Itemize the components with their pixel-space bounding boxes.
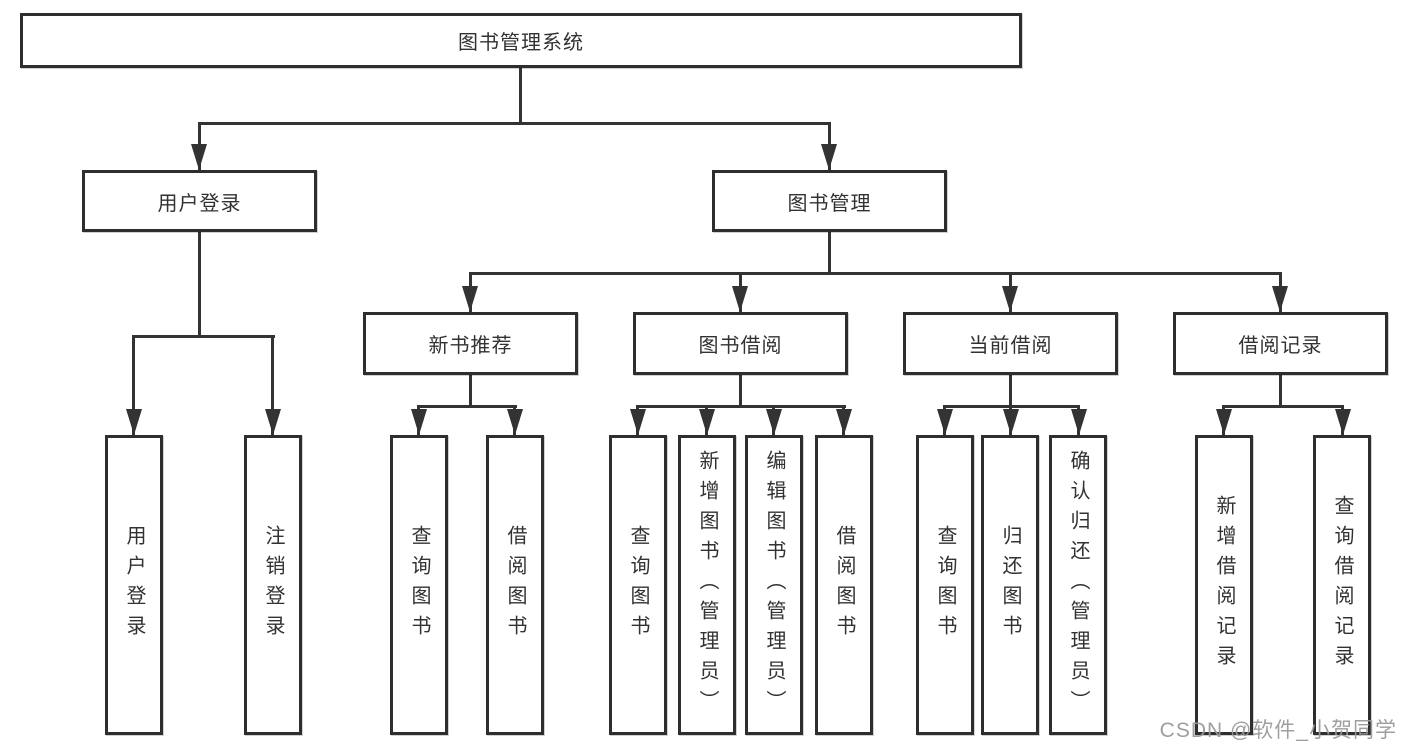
connector-stem — [469, 375, 472, 405]
leaf-borrow-books-recommend: 借阅图书 — [486, 435, 544, 735]
arrow-down-icon — [937, 409, 953, 435]
node-book-management: 图书管理 — [712, 170, 947, 232]
leaf-borrow-books-recommend-label: 借阅图书 — [504, 525, 526, 645]
connector-bar — [469, 272, 1282, 275]
node-current-borrowing-label: 当前借阅 — [968, 335, 1053, 357]
connector-root-bar — [198, 122, 831, 125]
connector-stem — [198, 232, 201, 335]
leaf-edit-book-admin-label: 编辑图书（管理员） — [763, 450, 785, 720]
node-new-book-recommend-label: 新书推荐 — [428, 335, 513, 357]
arrow-down-icon — [265, 409, 281, 435]
leaf-user-login-label: 用户登录 — [123, 525, 145, 645]
leaf-borrow-books-label: 借阅图书 — [833, 525, 855, 645]
leaf-return-books-label: 归还图书 — [999, 525, 1021, 645]
arrow-down-icon — [1216, 409, 1232, 435]
arrow-down-icon — [1002, 286, 1018, 312]
arrow-down-icon — [462, 286, 478, 312]
arrow-down-icon — [732, 286, 748, 312]
connector-stem — [739, 375, 742, 405]
connector-bar — [417, 405, 517, 408]
node-borrowing-records: 借阅记录 — [1173, 312, 1388, 375]
leaf-query-borrow-record: 查询借阅记录 — [1313, 435, 1371, 735]
arrow-down-icon — [630, 409, 646, 435]
node-user-login-label: 用户登录 — [157, 192, 242, 215]
node-book-borrowing: 图书借阅 — [633, 312, 848, 375]
node-book-borrowing-label: 图书借阅 — [698, 335, 783, 357]
arrow-down-icon — [1071, 409, 1087, 435]
node-new-book-recommend: 新书推荐 — [363, 312, 578, 375]
leaf-query-books-current-label: 查询图书 — [934, 525, 956, 645]
leaf-borrow-books: 借阅图书 — [815, 435, 873, 735]
node-book-management-label: 图书管理 — [787, 192, 872, 215]
arrow-down-icon — [766, 409, 782, 435]
connector-bar — [636, 405, 846, 408]
arrow-down-icon — [191, 144, 207, 170]
leaf-edit-book-admin: 编辑图书（管理员） — [745, 435, 803, 735]
leaf-query-books-recommend-label: 查询图书 — [408, 525, 430, 645]
leaf-add-book-admin-label: 新增图书（管理员） — [696, 450, 718, 720]
leaf-logout: 注销登录 — [244, 435, 302, 735]
leaf-query-borrow-record-label: 查询借阅记录 — [1331, 495, 1353, 675]
leaf-logout-label: 注销登录 — [262, 525, 284, 645]
leaf-query-books-current: 查询图书 — [916, 435, 974, 735]
arrow-down-icon — [699, 409, 715, 435]
node-root: 图书管理系统 — [20, 13, 1022, 68]
connector-root-stem — [519, 68, 522, 122]
arrow-down-icon — [507, 409, 523, 435]
node-root-label: 图书管理系统 — [458, 32, 584, 54]
arrow-down-icon — [411, 409, 427, 435]
leaf-add-borrow-record: 新增借阅记录 — [1195, 435, 1253, 735]
leaf-add-borrow-record-label: 新增借阅记录 — [1213, 495, 1235, 675]
leaf-confirm-return-admin-label: 确认归还（管理员） — [1067, 450, 1089, 720]
arrow-down-icon — [821, 144, 837, 170]
node-current-borrowing: 当前借阅 — [903, 312, 1118, 375]
leaf-query-books-recommend: 查询图书 — [390, 435, 448, 735]
connector-stem — [1279, 375, 1282, 405]
arrow-down-icon — [1272, 286, 1288, 312]
arrow-down-icon — [1335, 409, 1351, 435]
arrow-down-icon — [126, 409, 142, 435]
leaf-user-login: 用户登录 — [105, 435, 163, 735]
leaf-confirm-return-admin: 确认归还（管理员） — [1049, 435, 1107, 735]
leaf-query-books-borrow: 查询图书 — [609, 435, 667, 735]
connector-drop — [132, 335, 135, 435]
node-user-login: 用户登录 — [82, 170, 317, 232]
connector-bar — [1222, 405, 1344, 408]
connector-stem — [828, 232, 831, 272]
connector-drop — [271, 335, 274, 435]
watermark: CSDN @软件_小贺同学 — [1159, 719, 1397, 742]
arrow-down-icon — [1003, 409, 1019, 435]
leaf-query-books-borrow-label: 查询图书 — [627, 525, 649, 645]
leaf-add-book-admin: 新增图书（管理员） — [678, 435, 736, 735]
leaf-return-books: 归还图书 — [981, 435, 1039, 735]
node-borrowing-records-label: 借阅记录 — [1238, 335, 1323, 357]
connector-stem — [1009, 375, 1012, 405]
arrow-down-icon — [836, 409, 852, 435]
connector-bar — [132, 335, 275, 338]
